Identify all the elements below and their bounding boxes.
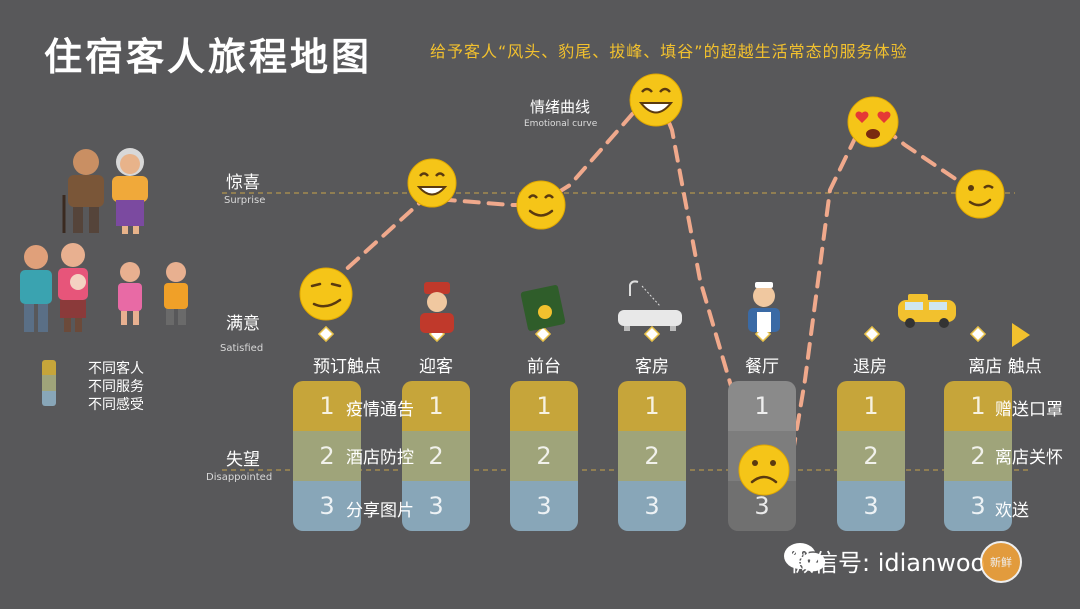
level-surprise-label: 惊喜 xyxy=(226,173,260,193)
elderly-man-icon xyxy=(62,149,104,233)
watermark-logo: 新鲜 xyxy=(980,541,1022,583)
column-booking: 1 2 3 xyxy=(293,381,361,531)
wechat-icon xyxy=(784,543,827,573)
stage-welcome: 迎客 xyxy=(419,357,453,377)
laugh-face-icon xyxy=(629,73,683,127)
column-room: 1 2 3 xyxy=(618,381,686,531)
legend-swatch-1 xyxy=(42,360,56,376)
level-disappointed-en: Disappointed xyxy=(206,472,273,483)
passport-icon xyxy=(520,285,566,331)
heart-eyes-face-icon xyxy=(847,96,899,148)
frown-face-icon xyxy=(738,444,790,496)
legend-swatch-2 xyxy=(42,375,56,391)
cell-level-1: 1 xyxy=(837,381,905,431)
cell-level-1: 1 xyxy=(402,381,470,431)
bathtub-icon xyxy=(618,280,682,331)
stage-booking: 预订触点 xyxy=(313,357,381,377)
father-icon xyxy=(20,245,52,332)
taxi-icon xyxy=(898,294,956,328)
touchpoint-departure-care: 离店关怀 xyxy=(995,448,1063,468)
marker-frontdesk xyxy=(534,325,552,343)
cell-level-3: 3 xyxy=(837,481,905,531)
customers-illustration xyxy=(20,148,188,332)
emotional-curve-en: Emotional curve xyxy=(524,119,598,129)
stage-departure: 离店 触点 xyxy=(968,357,1042,377)
cell-level-2: 2 xyxy=(402,431,470,481)
cell-level-2: 2 xyxy=(837,431,905,481)
smirk-face-icon xyxy=(299,267,353,321)
column-welcome: 1 2 3 xyxy=(402,381,470,531)
emotional-curve-label: 情绪曲线 xyxy=(530,98,591,116)
marker-room xyxy=(643,325,661,343)
legend-different-services: 不同服务 xyxy=(88,379,144,395)
touchpoint-hotel-prevention: 酒店防控 xyxy=(346,448,414,468)
legend-color-swatch xyxy=(42,360,56,406)
touchpoint-farewell: 欢送 xyxy=(995,501,1029,521)
cell-level-2: 2 xyxy=(293,431,361,481)
stage-room: 客房 xyxy=(635,357,669,377)
stage-frontdesk: 前台 xyxy=(527,357,561,377)
page-subtitle: 给予客人“风头、豹尾、拔峰、填谷”的超越生活常态的服务体验 xyxy=(430,42,908,61)
cell-level-3: 3 xyxy=(293,481,361,531)
stage-checkout: 退房 xyxy=(853,357,887,377)
cell-level-1: 1 xyxy=(728,381,796,431)
touchpoint-epidemic-notice: 疫情通告 xyxy=(346,400,414,420)
cell-level-2: 2 xyxy=(510,431,578,481)
touchpoint-gift-masks: 赠送口罩 xyxy=(995,400,1063,420)
cell-level-2: 2 xyxy=(618,431,686,481)
girl-icon xyxy=(118,262,142,325)
timeline-arrow xyxy=(1012,323,1030,347)
waitress-icon xyxy=(748,282,780,332)
cell-level-3: 3 xyxy=(402,481,470,531)
wechat-id-watermark: 微信号: idianwoo xyxy=(790,549,986,577)
cell-level-1: 1 xyxy=(618,381,686,431)
column-departure: 1 2 3 xyxy=(944,381,1012,531)
level-surprise-en: Surprise xyxy=(224,195,266,206)
cell-level-1: 1 xyxy=(293,381,361,431)
bellhop-icon xyxy=(420,282,454,333)
cell-level-1: 1 xyxy=(510,381,578,431)
level-satisfied-en: Satisfied xyxy=(220,343,264,354)
legend-different-feelings: 不同感受 xyxy=(88,397,144,413)
stage-restaurant: 餐厅 xyxy=(745,357,779,377)
level-disappointed-label: 失望 xyxy=(226,450,260,470)
cell-level-3: 3 xyxy=(944,481,1012,531)
marker-departure xyxy=(969,325,987,343)
level-satisfied-label: 满意 xyxy=(226,314,260,334)
legend-swatch-3 xyxy=(42,390,56,406)
column-checkout: 1 2 3 xyxy=(837,381,905,531)
wink-face-icon xyxy=(955,169,1005,219)
marker-booking xyxy=(317,325,335,343)
elderly-woman-icon xyxy=(112,148,148,234)
marker-checkout xyxy=(863,325,881,343)
cell-level-3: 3 xyxy=(618,481,686,531)
page-title: 住宿客人旅程地图 xyxy=(44,34,373,79)
cell-level-2: 2 xyxy=(944,431,1012,481)
smile-face-icon xyxy=(516,180,566,230)
grin-face-icon xyxy=(407,158,457,208)
cell-level-1: 1 xyxy=(944,381,1012,431)
mother-icon xyxy=(58,243,88,332)
legend-different-guests: 不同客人 xyxy=(88,361,144,377)
column-frontdesk: 1 2 3 xyxy=(510,381,578,531)
touchpoint-share-photos: 分享图片 xyxy=(346,501,414,521)
boy-icon xyxy=(164,262,188,325)
cell-level-3: 3 xyxy=(510,481,578,531)
